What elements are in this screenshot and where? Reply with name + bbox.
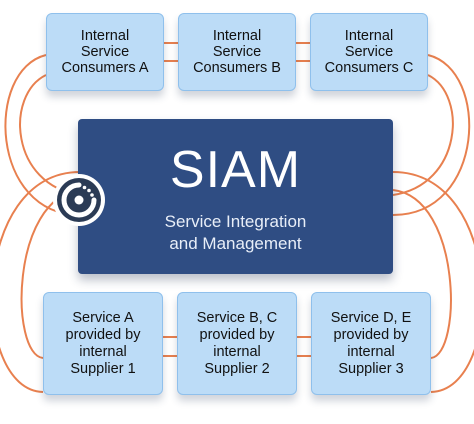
siam-central-box: SIAM Service Integration and Management bbox=[78, 119, 393, 274]
supplier-label-1: Service A provided by internal Supplier … bbox=[65, 309, 141, 377]
consumer-label-b: Internal Service Consumers B bbox=[193, 28, 281, 76]
supplier-label-2: Service B, C provided by internal Suppli… bbox=[196, 309, 278, 377]
supplier-box-1: Service A provided by internal Supplier … bbox=[43, 292, 163, 395]
consumer-box-c: Internal Service Consumers C bbox=[310, 13, 428, 91]
siam-title: SIAM bbox=[169, 141, 302, 199]
brand-logo-icon bbox=[53, 174, 105, 226]
supplier-box-2: Service B, C provided by internal Suppli… bbox=[177, 292, 297, 395]
supplier-label-3: Service D, E provided by internal Suppli… bbox=[330, 309, 412, 377]
consumer-label-c: Internal Service Consumers C bbox=[324, 28, 414, 76]
supplier-box-3: Service D, E provided by internal Suppli… bbox=[311, 292, 431, 395]
siam-subtitle: Service Integration and Management bbox=[164, 212, 307, 253]
consumer-box-b: Internal Service Consumers B bbox=[178, 13, 296, 91]
consumer-label-a: Internal Service Consumers A bbox=[61, 28, 149, 76]
consumer-box-a: Internal Service Consumers A bbox=[46, 13, 164, 91]
